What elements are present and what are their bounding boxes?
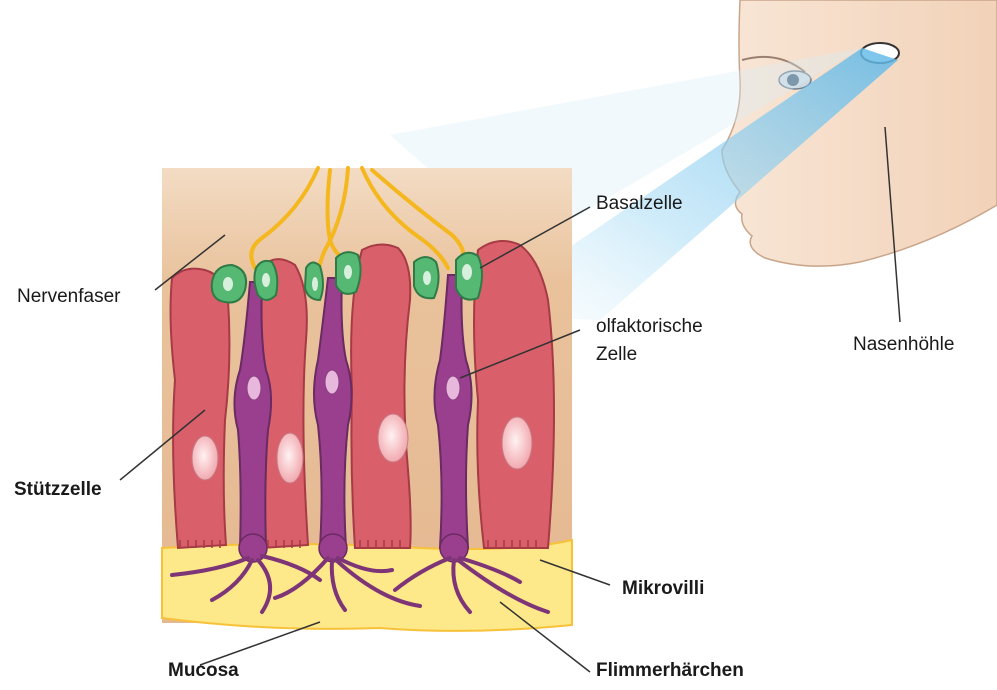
- label-mucosa: Mucosa: [168, 660, 239, 683]
- label-basalzelle: Basalzelle: [596, 193, 683, 216]
- label-flimmerhaerchen: Flimmerhärchen: [596, 660, 744, 683]
- label-olfaktorische-line2: Zelle: [596, 344, 637, 367]
- label-olfaktorische-line1: olfaktorische: [596, 316, 703, 339]
- epithelium-block: [162, 168, 572, 631]
- label-stuetzzelle: Stützzelle: [14, 479, 102, 502]
- label-nasenhoehle: Nasenhöhle: [853, 334, 954, 357]
- label-mikrovilli: Mikrovilli: [622, 578, 704, 601]
- label-nervenfaser: Nervenfaser: [17, 286, 121, 309]
